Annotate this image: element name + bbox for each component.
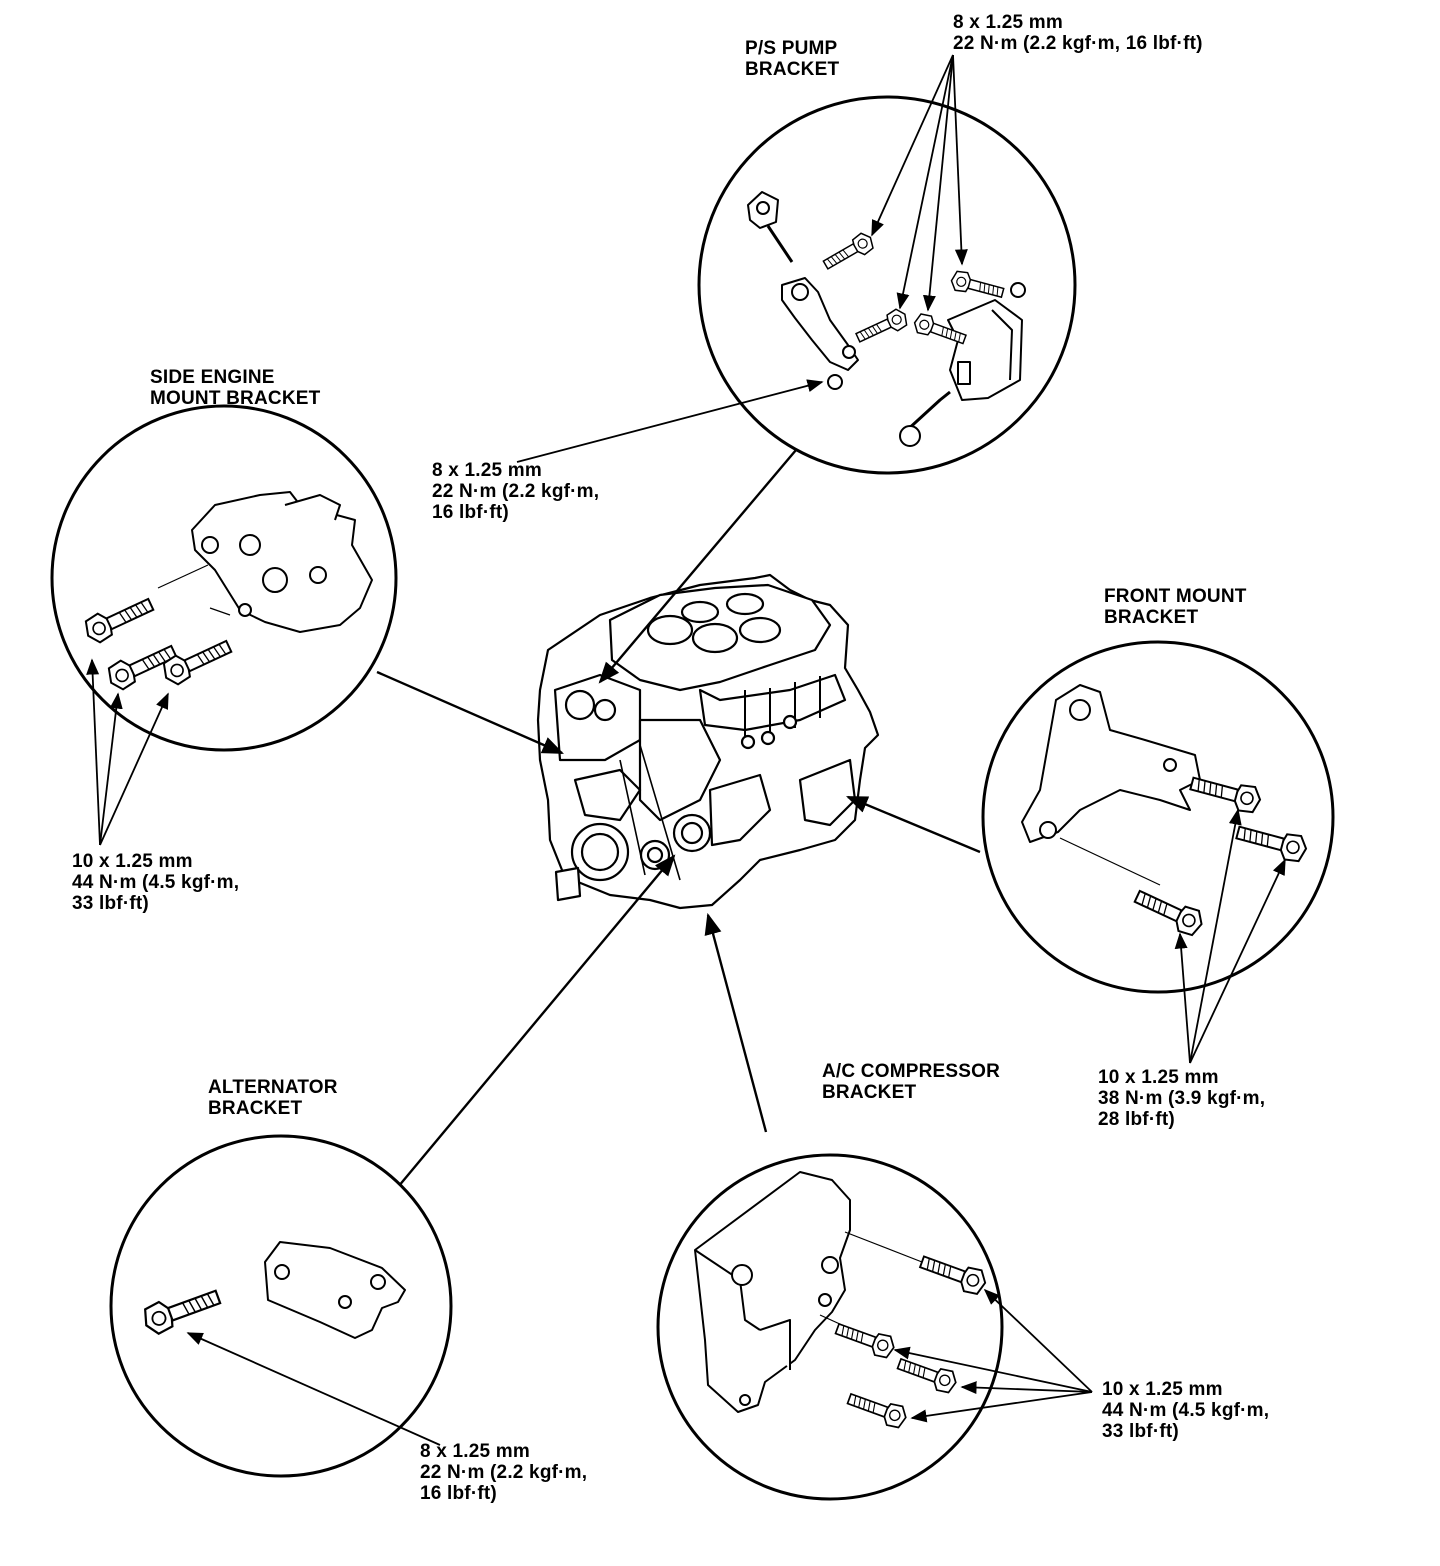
alternator-torque-spec: 8 x 1.25 mm 22 N·m (2.2 kgf·m, 16 lbf·ft… (420, 1441, 587, 1504)
spec-line: 10 x 1.25 mm (1102, 1379, 1223, 1400)
spec-line: 16 lbf·ft) (432, 502, 509, 523)
front-mount-bracket-detail (981, 640, 1335, 1064)
spec-line: 28 lbf·ft) (1098, 1109, 1175, 1130)
spec-line: 33 lbf·ft) (1102, 1421, 1179, 1442)
ac-compressor-bracket-label: A/C COMPRESSOR BRACKET (822, 1061, 1000, 1103)
spec-line: 33 lbf·ft) (72, 893, 149, 914)
ps-pump-torque-spec: 8 x 1.25 mm 22 N·m (2.2 kgf·m, 16 lbf·ft… (953, 12, 1203, 54)
spec-line: 44 N·m (4.5 kgf·m, (1102, 1400, 1270, 1421)
label-line: P/S PUMP (745, 38, 838, 59)
ac-compressor-bracket-detail (656, 1153, 1093, 1501)
ps-pump-nut-torque-spec: 8 x 1.25 mm 22 N·m (2.2 kgf·m, 16 lbf·ft… (432, 460, 599, 523)
label-line: FRONT MOUNT (1104, 586, 1247, 607)
alternator-bracket-label: ALTERNATOR BRACKET (208, 1077, 338, 1119)
label-line: ALTERNATOR (208, 1077, 338, 1098)
side-mount-bracket-label: SIDE ENGINE MOUNT BRACKET (150, 367, 320, 409)
label-line: BRACKET (1104, 607, 1199, 628)
label-line: BRACKET (208, 1098, 303, 1119)
spec-line: 10 x 1.25 mm (72, 851, 193, 872)
spec-line: 8 x 1.25 mm (953, 12, 1063, 33)
ac-compressor-torque-spec: 10 x 1.25 mm 44 N·m (4.5 kgf·m, 33 lbf·f… (1102, 1379, 1269, 1442)
spec-line: 16 lbf·ft) (420, 1483, 497, 1504)
label-line: SIDE ENGINE (150, 367, 275, 388)
spec-line: 22 N·m (2.2 kgf·m, 16 lbf·ft) (953, 33, 1203, 54)
spec-line: 44 N·m (4.5 kgf·m, (72, 872, 240, 893)
alternator-bracket-detail (109, 1134, 453, 1478)
spec-line: 8 x 1.25 mm (420, 1441, 530, 1462)
front-mount-torque-spec: 10 x 1.25 mm 38 N·m (3.9 kgf·m, 28 lbf·f… (1098, 1067, 1265, 1130)
label-line: BRACKET (745, 59, 840, 80)
side-mount-torque-spec: 10 x 1.25 mm 44 N·m (4.5 kgf·m, 33 lbf·f… (72, 851, 239, 914)
spec-line: 22 N·m (2.2 kgf·m, (432, 481, 600, 502)
label-line: A/C COMPRESSOR (822, 1061, 1001, 1082)
front-mount-bracket-label: FRONT MOUNT BRACKET (1104, 586, 1247, 628)
spec-line: 38 N·m (3.9 kgf·m, (1098, 1088, 1266, 1109)
ps-pump-bracket-detail (516, 54, 1077, 475)
spec-line: 10 x 1.25 mm (1098, 1067, 1219, 1088)
engine-assembly (536, 573, 880, 910)
label-line: BRACKET (822, 1082, 917, 1103)
connector-lines (376, 449, 981, 1188)
label-line: MOUNT BRACKET (150, 388, 321, 409)
side-mount-bracket-detail (50, 404, 398, 846)
spec-line: 8 x 1.25 mm (432, 460, 542, 481)
ps-pump-bracket-label: P/S PUMP BRACKET (745, 38, 839, 80)
spec-line: 22 N·m (2.2 kgf·m, (420, 1462, 588, 1483)
